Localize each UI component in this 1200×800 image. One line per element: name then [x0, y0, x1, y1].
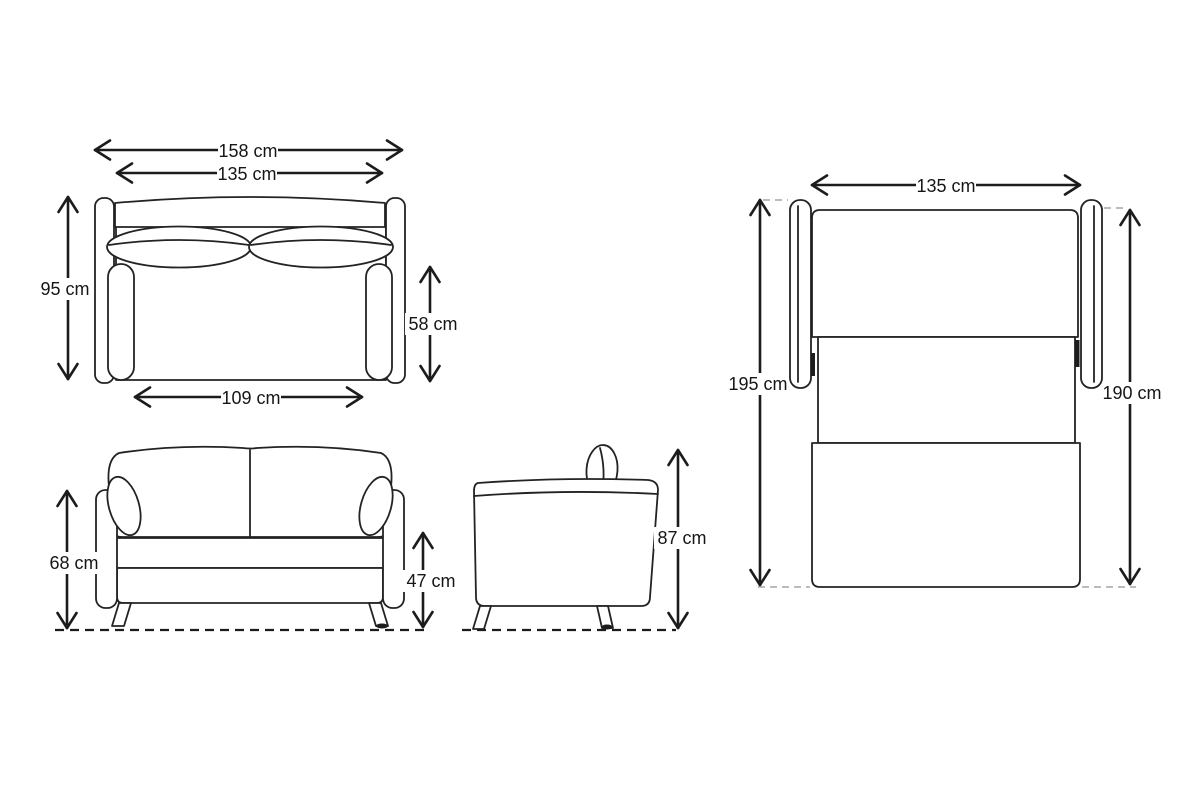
leg-back — [596, 605, 614, 629]
dimension-label: 87 cm — [657, 528, 706, 548]
seat-cushion — [111, 537, 389, 569]
dim-overall-width: 158 cm — [93, 139, 404, 161]
sofa-front-view: 68 cm 47 cm — [46, 445, 459, 632]
dim-seat-width: 109 cm — [133, 386, 364, 408]
dim-bed-width: 135 cm — [810, 174, 1082, 196]
back-cushion-left — [106, 225, 252, 269]
dimension-label: 135 cm — [916, 176, 975, 196]
hinge-mark-left — [810, 353, 815, 376]
bed-back-section — [811, 209, 1079, 338]
armrest-left — [95, 489, 118, 609]
dimension-label: 190 cm — [1102, 383, 1161, 403]
dimension-label: 47 cm — [406, 571, 455, 591]
leg-foot — [601, 624, 613, 630]
armrest-right — [382, 489, 405, 609]
bed-middle-section — [817, 336, 1076, 444]
side-pillow-right — [358, 475, 394, 537]
armrest-right — [1080, 199, 1103, 389]
cushion-seam-right — [250, 239, 392, 246]
side-body — [473, 478, 659, 607]
dimension-label: 58 cm — [408, 314, 457, 334]
backrest-panel — [114, 196, 386, 228]
hinge-mark-right — [1075, 340, 1080, 367]
dimension-label: 109 cm — [221, 388, 280, 408]
armrest-left — [789, 199, 812, 389]
dim-depth: 95 cm — [37, 195, 93, 381]
dimension-label: 158 cm — [218, 141, 277, 161]
dimension-label: 195 cm — [728, 374, 787, 394]
cushion-seam-left — [108, 239, 250, 246]
arm-top-line — [473, 491, 659, 497]
side-pillow-right — [365, 263, 393, 381]
sofa-base — [116, 567, 384, 604]
dim-overall-height: 87 cm — [654, 448, 710, 630]
dim-bed-length: 190 cm — [1102, 208, 1162, 586]
dim-arm-height: 68 cm — [46, 489, 102, 630]
sofa-side-view: 87 cm — [462, 444, 710, 632]
leg-front-right — [368, 602, 389, 627]
bed-foot-section — [811, 442, 1081, 588]
sofa-bed-open-top-view: 135 cm 195 cm 190 cm — [728, 174, 1162, 588]
dimension-label: 135 cm — [217, 164, 276, 184]
dim-seat-depth: 58 cm — [405, 265, 461, 383]
dim-open-length: 195 cm — [728, 198, 788, 587]
leg-foot — [376, 623, 388, 629]
leg-front-left — [111, 602, 132, 627]
sofa-top-view: 158 cm 135 cm 95 cm 58 cm — [37, 139, 461, 408]
dim-seat-height: 47 cm — [403, 531, 459, 629]
dim-back-width: 135 cm — [115, 162, 384, 184]
back-cushion-right — [248, 225, 394, 269]
leg-front — [472, 605, 492, 630]
side-pillow-left — [107, 263, 135, 381]
dimension-label: 95 cm — [40, 279, 89, 299]
dimension-label: 68 cm — [49, 553, 98, 573]
side-pillow-left — [106, 475, 142, 537]
